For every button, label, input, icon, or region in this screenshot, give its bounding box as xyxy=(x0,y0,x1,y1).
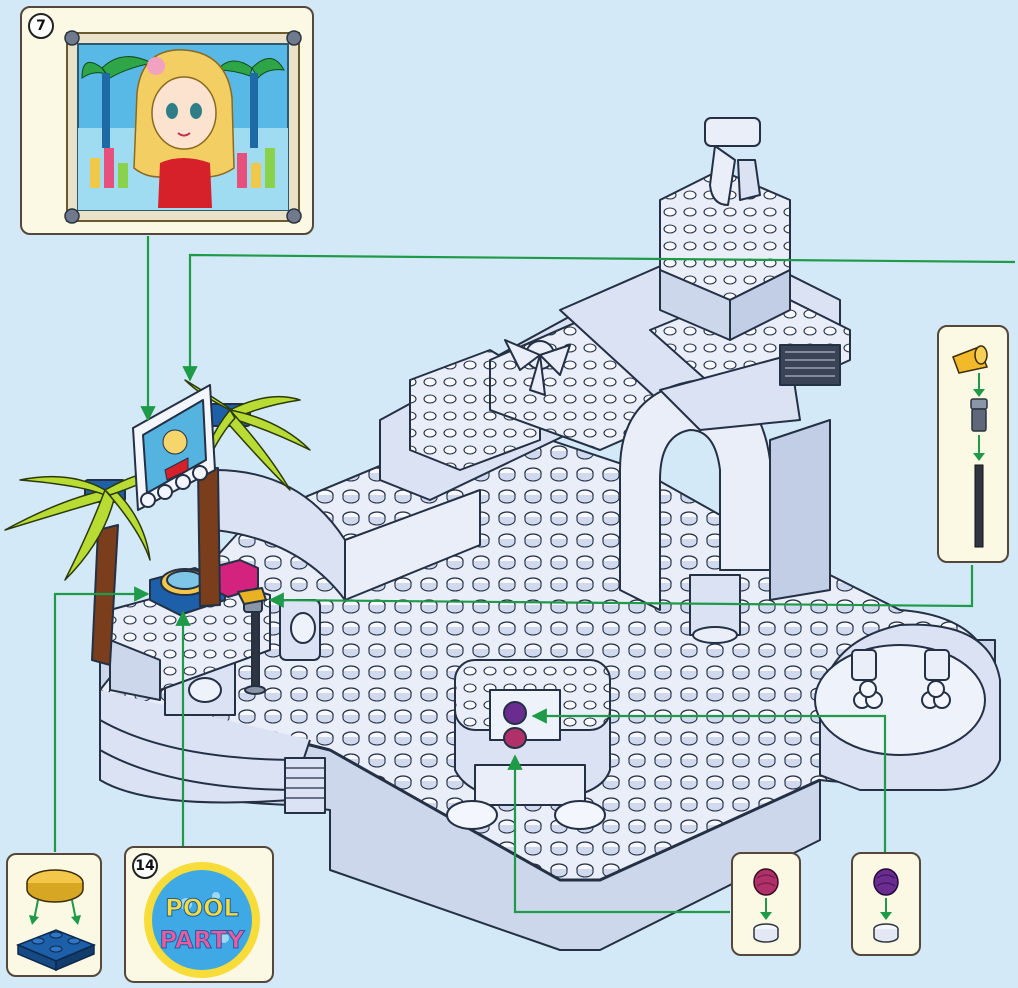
pink-flower-callout xyxy=(731,852,801,956)
round-tile-on-plate-icon xyxy=(8,855,100,975)
microphone-stand-icon xyxy=(939,327,1007,561)
pool-party-sticker-icon: POOL PARTY xyxy=(126,848,272,981)
poster-sticker-icon xyxy=(22,8,312,233)
microphone-callout xyxy=(937,325,1009,563)
pool-party-sticker-callout: 14 POOL PARTY xyxy=(124,846,274,983)
sticker-text-party: PARTY xyxy=(159,926,245,954)
pink-flower-on-stud-icon xyxy=(733,854,799,954)
purple-flower-callout xyxy=(851,852,921,956)
poster-sticker-callout: 7 xyxy=(20,6,314,235)
sticker-text-pool: POOL xyxy=(165,894,239,922)
pool-lego-model xyxy=(5,118,1000,950)
tile-assembly-callout xyxy=(6,853,102,977)
purple-flower-on-stud-icon xyxy=(853,854,919,954)
